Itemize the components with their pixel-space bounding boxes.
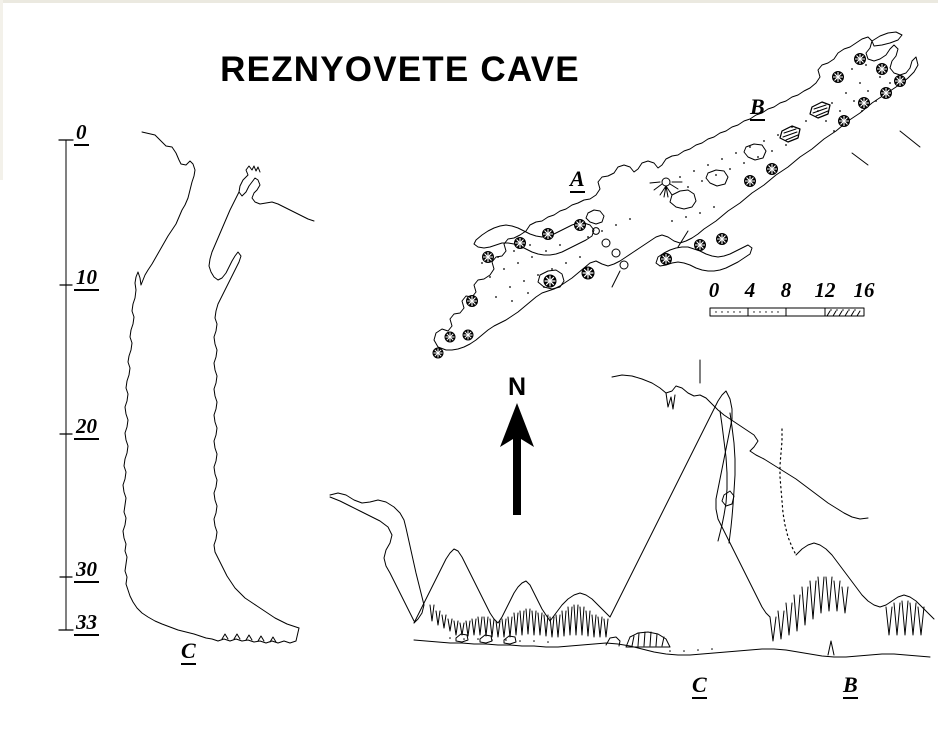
scale-num-16: 16 (853, 278, 875, 302)
plan-branch-ne-stub (871, 31, 903, 47)
plan-breakdown-blocks (779, 101, 831, 143)
depth-tick-20: 20 (74, 414, 99, 440)
plan-view-graphic (432, 31, 921, 359)
station-label-shaft-c: C (181, 638, 196, 665)
profile-chamber-ceiling (413, 548, 611, 624)
north-arrow: N (487, 375, 547, 515)
scale-num-4: 4 (744, 278, 756, 302)
profile-ceiling-right (611, 374, 869, 520)
scale-bar-numbers: 0 4 8 12 16 (706, 278, 875, 306)
profile-floor (413, 639, 931, 658)
scale-bar: 0 4 8 12 16 (706, 278, 875, 322)
profile-entrance-left (329, 496, 415, 622)
shaft-floor-rubble (221, 633, 277, 643)
depth-scale-ticks (58, 139, 74, 631)
plan-passage-outline (433, 36, 919, 351)
profile-floor-stipple (449, 637, 713, 652)
plan-pit-symbols (592, 227, 629, 270)
depth-tick-0: 0 (74, 120, 89, 146)
station-label-plan-b: B (750, 94, 765, 121)
profile-column (717, 410, 736, 544)
shaft-cross-section-graphic (122, 131, 315, 644)
paper-edge-top (0, 0, 938, 3)
plan-stalagmite-symbols (432, 53, 906, 359)
plan-leader-ticks (611, 130, 921, 288)
station-label-profile-c: C (692, 672, 707, 699)
profile-floor-spike (827, 640, 835, 656)
paper-edge-left (0, 0, 3, 180)
profile-ceiling-left (329, 492, 425, 624)
depth-scale-graphic (58, 139, 74, 631)
page-title: REZNYOVETE CAVE (220, 50, 580, 89)
scale-num-0: 0 (708, 278, 720, 302)
station-label-plan-a: A (570, 166, 585, 193)
profile-stalactites (429, 576, 925, 642)
profile-flowstone-bank (605, 631, 671, 648)
depth-tick-33: 33 (74, 610, 99, 636)
scale-num-8: 8 (780, 278, 792, 302)
plan-flowstone-fan (649, 177, 683, 198)
depth-tick-10: 10 (74, 265, 99, 291)
profile-floor-blocks (455, 633, 517, 645)
profile-chamber-right (609, 390, 771, 618)
north-arrow-graphic (500, 403, 534, 515)
plan-branch-sw (473, 222, 595, 256)
plan-interior-features (537, 143, 767, 290)
profile-inferred-boundary (779, 428, 797, 556)
scale-bar-graphic (709, 307, 865, 317)
depth-tick-30: 30 (74, 557, 99, 583)
profile-pendant-detail (665, 392, 676, 410)
profile-wall-right (795, 542, 935, 620)
north-letter: N (507, 373, 527, 401)
station-label-profile-b: B (843, 672, 858, 699)
profile-section-graphic (329, 359, 935, 658)
depth-scale: 0 10 20 30 33 (52, 122, 142, 640)
plan-branch-mid (655, 244, 753, 272)
scale-num-12: 12 (814, 278, 836, 302)
plan-floor-stipple (481, 64, 891, 302)
